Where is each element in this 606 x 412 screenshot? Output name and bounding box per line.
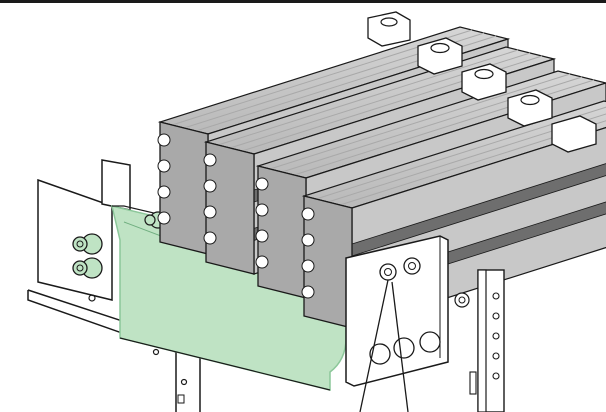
insulator-block-icon <box>507 89 553 127</box>
hex-bolt-icon <box>454 292 470 308</box>
hex-bolt-icon <box>419 331 441 353</box>
hex-bolt-icon <box>403 257 421 275</box>
hex-bolt-icon <box>369 343 391 365</box>
hex-bolt-icon <box>393 337 415 359</box>
insulator-block-icon <box>367 11 411 47</box>
insulator-block-icon <box>551 115 597 153</box>
hex-bolt-icon <box>379 263 397 281</box>
insulator-block-icon <box>417 37 463 75</box>
insulator-block-icon <box>461 63 507 101</box>
front-connection-plate <box>345 235 449 387</box>
hex-bolt-icon <box>72 257 103 279</box>
busbar-stack <box>157 26 606 329</box>
callout-leader-icon <box>359 279 409 412</box>
right-support-rack <box>454 269 505 412</box>
hex-bolt-icon <box>72 233 103 255</box>
top-border <box>0 0 606 3</box>
top-insulator-row <box>367 11 597 153</box>
